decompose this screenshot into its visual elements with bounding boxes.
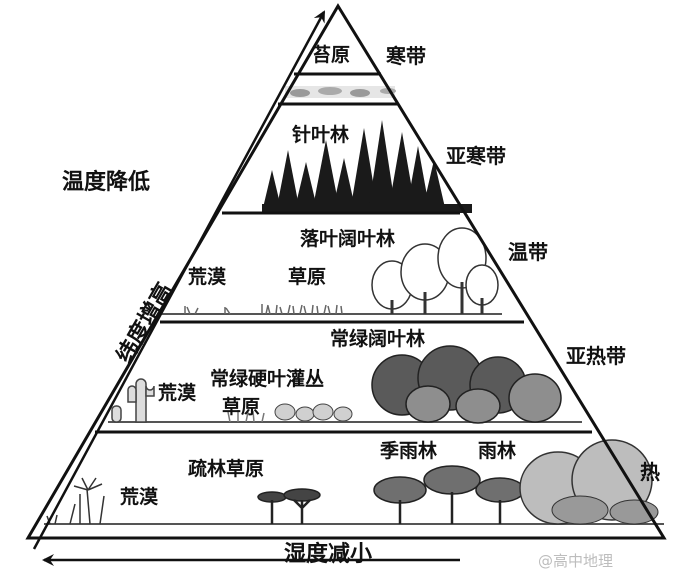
temperate-zone-label: 温带 <box>508 240 548 264</box>
subtropical-grassland-label: 草原 <box>222 396 261 418</box>
temperate-grassland-label: 草原 <box>288 266 327 288</box>
temperature-axis-label: 温度降低 <box>62 170 151 195</box>
latitude-arrow <box>32 10 326 550</box>
monsoon-forest-label: 季雨林 <box>380 440 438 462</box>
subtropical-desert-label: 荒漠 <box>158 382 197 404</box>
tundra-shrubs <box>285 86 396 98</box>
subtropical-vegetation <box>108 345 582 424</box>
axis-arrows <box>32 10 460 566</box>
watermark-text: @高中地理 <box>538 552 614 570</box>
rainforest-label: 雨林 <box>478 440 517 462</box>
tundra-label: 苔原 <box>312 44 351 66</box>
cold-zone-label: 寒带 <box>386 44 426 68</box>
tropical-desert-label: 荒漠 <box>120 486 159 508</box>
subtropical-zone-label: 亚热带 <box>566 344 626 368</box>
tropical-vegetation <box>44 439 664 525</box>
humidity-axis-label: 湿度减小 <box>284 542 373 567</box>
subarctic-zone-label: 亚寒带 <box>446 144 506 168</box>
tropical-zone-label: 热 <box>640 460 660 484</box>
coniferous-forest <box>262 120 472 213</box>
temperate-vegetation <box>160 227 502 315</box>
vegetation-illustrations <box>44 86 664 525</box>
coniferous-forest-label: 针叶林 <box>292 124 350 146</box>
sclerophyll-shrub-label: 常绿硬叶灌丛 <box>210 368 325 390</box>
evergreen-broadleaf-label: 常绿阔叶林 <box>330 328 426 350</box>
temperate-desert-label: 荒漠 <box>188 266 227 288</box>
deciduous-forest-label: 落叶阔叶林 <box>300 228 396 250</box>
savanna-label: 疏林草原 <box>188 458 265 480</box>
